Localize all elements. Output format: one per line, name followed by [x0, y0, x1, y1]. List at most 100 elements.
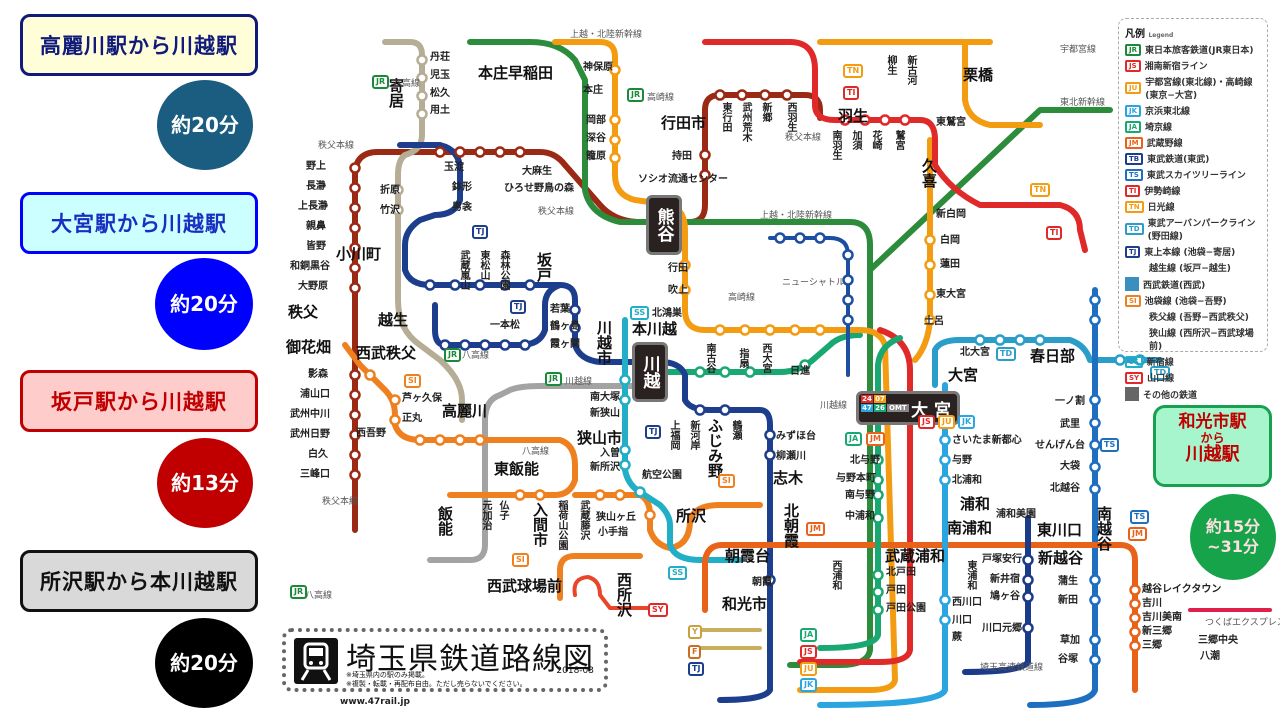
- station-label[interactable]: 仏子: [497, 500, 508, 520]
- station-dot[interactable]: [349, 282, 361, 294]
- station-dot[interactable]: [534, 489, 546, 501]
- station-dot[interactable]: [714, 89, 726, 101]
- station-dot[interactable]: [349, 242, 361, 254]
- station-label[interactable]: 朝霞台: [725, 547, 771, 565]
- station-label[interactable]: 北大宮: [960, 347, 990, 358]
- station-dot[interactable]: [416, 54, 428, 66]
- station-label[interactable]: 鳩ヶ谷: [990, 591, 1020, 602]
- station-label[interactable]: 鉢形: [452, 182, 472, 193]
- station-label[interactable]: 長瀞: [306, 181, 326, 192]
- station-label[interactable]: 南与野: [845, 490, 875, 501]
- station-dot[interactable]: [1129, 584, 1141, 596]
- station-label[interactable]: 大野原: [298, 281, 328, 292]
- station-label[interactable]: 本川越: [632, 320, 678, 338]
- station-label[interactable]: 武蔵嵐山: [458, 250, 469, 290]
- station-dot[interactable]: [474, 434, 486, 446]
- station-label[interactable]: 東行田: [720, 102, 731, 132]
- station-dot[interactable]: [1089, 594, 1101, 606]
- station-label[interactable]: 西羽生: [785, 102, 796, 132]
- station-label[interactable]: 秩父: [288, 303, 319, 321]
- station-dot[interactable]: [699, 149, 711, 161]
- station-label[interactable]: 西吾野: [356, 428, 386, 439]
- station-dot[interactable]: [349, 202, 361, 214]
- station-dot[interactable]: [924, 259, 936, 271]
- station-label[interactable]: 玉淀: [444, 162, 464, 173]
- station-label[interactable]: 武里: [1060, 419, 1080, 430]
- station-label[interactable]: 越生: [378, 311, 409, 329]
- station-dot[interactable]: [494, 146, 506, 158]
- station-label[interactable]: 航空公園: [642, 470, 682, 481]
- station-label[interactable]: 竹沢: [380, 205, 400, 216]
- station-label[interactable]: 新古河: [905, 55, 916, 85]
- station-label[interactable]: 新井宿: [990, 574, 1020, 585]
- station-label[interactable]: 新河岸: [688, 420, 699, 450]
- station-dot[interactable]: [872, 586, 884, 598]
- station-dot[interactable]: [1089, 417, 1101, 429]
- station-label[interactable]: 折原: [380, 185, 400, 196]
- station-label[interactable]: 狭山市: [577, 429, 623, 447]
- station-dot[interactable]: [392, 184, 404, 196]
- station-label[interactable]: 浦山口: [300, 389, 330, 400]
- station-label[interactable]: 武州日野: [290, 429, 330, 440]
- station-label[interactable]: 西大宮: [760, 343, 771, 373]
- station-label[interactable]: 新狭山: [590, 408, 620, 419]
- station-dot[interactable]: [774, 232, 786, 244]
- station-dot[interactable]: [349, 449, 361, 461]
- station-dot[interactable]: [619, 394, 631, 406]
- station-dot[interactable]: [939, 614, 951, 626]
- station-dot[interactable]: [679, 259, 691, 271]
- station-dot[interactable]: [349, 409, 361, 421]
- station-label[interactable]: 児玉: [430, 70, 450, 81]
- station-dot[interactable]: [859, 114, 871, 126]
- station-label[interactable]: 朝霞: [752, 577, 772, 588]
- hub-kumagaya[interactable]: 熊谷: [646, 195, 682, 255]
- station-label[interactable]: 栗橋: [963, 66, 994, 84]
- station-label[interactable]: 北与野: [850, 455, 880, 466]
- station-dot[interactable]: [1022, 554, 1034, 566]
- station-label[interactable]: 草加: [1060, 635, 1080, 646]
- station-label[interactable]: 親鼻: [306, 221, 326, 232]
- station-label[interactable]: 加須: [850, 130, 861, 150]
- station-label[interactable]: 東大宮: [936, 289, 966, 300]
- station-label[interactable]: 東川口: [1037, 521, 1083, 539]
- station-dot[interactable]: [974, 334, 986, 346]
- station-dot[interactable]: [449, 279, 461, 291]
- station-label[interactable]: 北浦和: [952, 475, 982, 486]
- station-dot[interactable]: [789, 324, 801, 336]
- station-label[interactable]: 上長瀞: [298, 201, 328, 212]
- station-label[interactable]: 正丸: [402, 413, 422, 424]
- station-label[interactable]: 西武秩父: [356, 344, 417, 362]
- station-dot[interactable]: [474, 146, 486, 158]
- station-dot[interactable]: [1022, 574, 1034, 586]
- station-label[interactable]: 新越谷: [1038, 549, 1084, 567]
- station-dot[interactable]: [699, 169, 711, 181]
- station-dot[interactable]: [842, 274, 854, 286]
- station-dot[interactable]: [939, 454, 951, 466]
- station-label[interactable]: 深谷: [586, 133, 606, 144]
- station-label[interactable]: 川口元郷: [982, 623, 1022, 634]
- station-label[interactable]: 狭山ヶ丘: [596, 512, 636, 523]
- station-label[interactable]: 松久: [430, 88, 450, 99]
- station-label[interactable]: 小手指: [598, 527, 628, 538]
- station-label[interactable]: 大袋: [1060, 461, 1080, 472]
- station-dot[interactable]: [349, 262, 361, 274]
- station-label[interactable]: 西川口: [952, 597, 982, 608]
- station-dot[interactable]: [619, 374, 631, 386]
- station-label[interactable]: 八潮: [1200, 651, 1220, 662]
- station-dot[interactable]: [899, 114, 911, 126]
- station-label[interactable]: 東浦和: [965, 560, 976, 590]
- station-label[interactable]: 浦和美園: [996, 509, 1036, 520]
- station-label[interactable]: 南浦和: [947, 519, 993, 537]
- station-label[interactable]: 春日部: [1030, 347, 1076, 365]
- station-dot[interactable]: [614, 489, 626, 501]
- station-dot[interactable]: [719, 366, 731, 378]
- station-dot[interactable]: [569, 322, 581, 334]
- station-label[interactable]: 南羽生: [830, 130, 841, 160]
- station-label[interactable]: 三郷中央: [1198, 635, 1238, 646]
- station-dot[interactable]: [1014, 334, 1026, 346]
- station-dot[interactable]: [349, 469, 361, 481]
- station-label[interactable]: 武蔵藤沢: [578, 500, 589, 540]
- station-label[interactable]: 丹荘: [430, 52, 450, 63]
- station-label[interactable]: 籠原: [586, 151, 606, 162]
- station-dot[interactable]: [1089, 461, 1101, 473]
